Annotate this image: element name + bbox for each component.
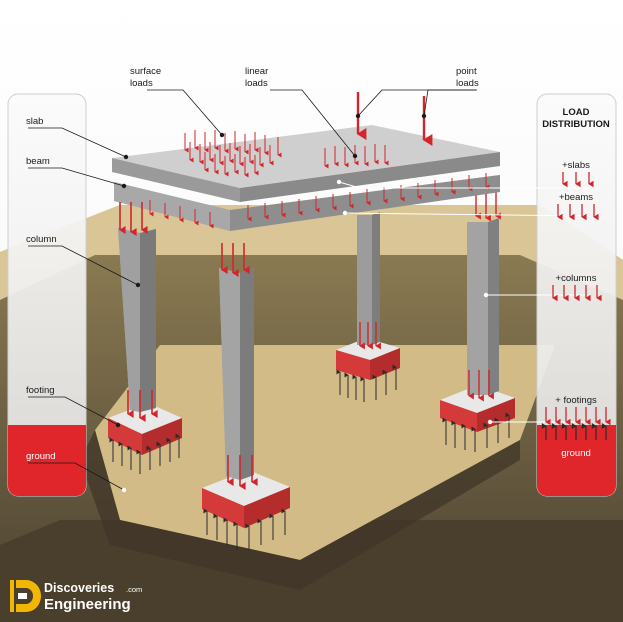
label-beam: beam <box>26 156 50 167</box>
logo-text-suffix: .com <box>126 585 142 594</box>
label-surface-loads-2: loads <box>130 78 153 89</box>
front-right-column <box>219 268 254 480</box>
front-footing-reactions <box>109 433 286 550</box>
distribution-arrows <box>545 172 611 426</box>
label-linear-loads-1: linear <box>245 66 268 77</box>
distribution-footings: + footings <box>555 395 597 406</box>
label-footing: footing <box>26 385 55 396</box>
site-logo: Discoveries .com Engineering <box>10 580 142 613</box>
distribution-leader-lines <box>338 181 591 423</box>
distribution-title-1: LOAD <box>563 107 590 118</box>
label-ground: ground <box>26 451 56 462</box>
back-left-column <box>357 212 380 345</box>
label-panel-left <box>7 93 87 497</box>
distribution-beams: +beams <box>559 192 593 203</box>
leader-lines <box>28 89 477 491</box>
front-right-footing <box>202 470 290 528</box>
front-left-column <box>118 228 156 412</box>
label-point-loads-1: point <box>456 66 477 77</box>
logo-text-engineering: Engineering <box>44 596 131 613</box>
ground-leader-dot <box>121 487 127 493</box>
back-right-column <box>467 218 499 395</box>
distribution-leader-dots <box>336 179 493 425</box>
front-column-loads <box>119 202 258 490</box>
distribution-slabs: +slabs <box>562 160 590 171</box>
ground-pit <box>0 205 623 622</box>
leader-dots <box>115 113 427 428</box>
distribution-reactions <box>541 423 607 440</box>
back-column-loads <box>359 190 501 402</box>
label-slab: slab <box>26 116 43 127</box>
label-linear-loads-2: loads <box>245 78 268 89</box>
distribution-title-2: DISTRIBUTION <box>542 119 610 130</box>
label-surface-loads-1: surface <box>130 66 161 77</box>
logo-mark-icon <box>10 580 41 612</box>
label-column: column <box>26 234 57 245</box>
distribution-columns: +columns <box>556 273 597 284</box>
beam-load-arrows <box>149 173 490 229</box>
surface-load-arrows <box>184 130 282 178</box>
logo-text-discoveries: Discoveries <box>44 581 114 595</box>
distribution-ground: ground <box>561 448 591 459</box>
slab <box>112 125 500 202</box>
back-footing-reactions <box>336 364 510 452</box>
label-point-loads-2: loads <box>456 78 479 89</box>
